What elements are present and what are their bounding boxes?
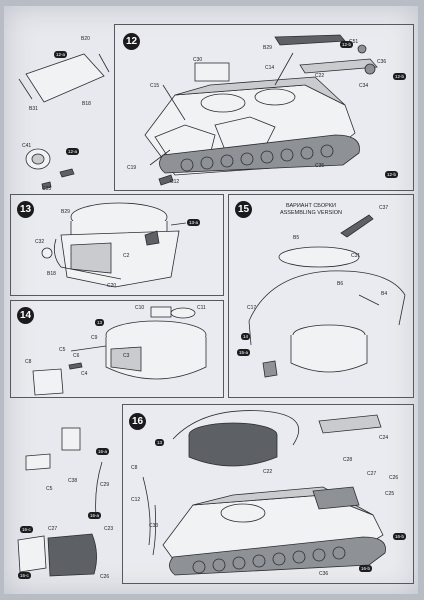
step-15-number: 15 (235, 201, 252, 218)
part-label: C10 (135, 305, 145, 311)
assembly-version-ru: ВАРИАНТ СБОРКИ (286, 203, 336, 209)
part-label: C11 (197, 305, 206, 311)
step-14-drawing (32, 306, 207, 396)
part-label: C8 (131, 465, 138, 471)
sub-step-tag: 12-b (340, 41, 354, 48)
part-label: B5 (293, 235, 300, 241)
part-label: C25 (385, 491, 395, 497)
step-16-drawing (142, 410, 386, 576)
part-label: C8 (25, 359, 32, 365)
part-label: B29 (61, 209, 70, 215)
sub-step-tag: 16-c (20, 526, 33, 533)
part-label: C38 (68, 478, 78, 484)
part-label: C12 (131, 497, 141, 503)
sub-step-tag: 12-b (385, 171, 399, 178)
step-13-number: 13 (17, 201, 34, 218)
part-label: C27 (367, 471, 377, 477)
part-label: C6 (73, 353, 80, 359)
part-label: B18 (82, 101, 91, 107)
part-label: C41 (22, 143, 32, 149)
part-label: C5 (59, 347, 66, 353)
sub-step-tag: 16-b (393, 533, 407, 540)
step-14-panel: 14 C10 C11 C9 C8 C6 C4 C5 C3 13 (10, 300, 224, 398)
part-label: C26 (100, 574, 110, 580)
step-14-number: 14 (17, 307, 34, 324)
sub-step-tag: 16-a (88, 512, 102, 519)
step-12-loose-parts (18, 53, 110, 190)
part-label: C2 (123, 253, 130, 259)
part-label: C29 (100, 482, 110, 488)
part-label: B18 (47, 271, 56, 277)
part-label: C36 (319, 571, 329, 577)
part-label: B4 (381, 291, 388, 297)
part-label: C26 (389, 475, 399, 481)
assembly-version-en: ASSEMBLING VERSION (279, 210, 343, 216)
sub-step-tag: 13 (95, 319, 105, 326)
sub-step-tag: 13 (155, 439, 165, 446)
part-label: C9 (91, 335, 98, 341)
part-label: C36 (377, 59, 387, 65)
part-label: C15 (150, 83, 160, 89)
part-label: B20 (81, 36, 90, 42)
part-label: C20 (107, 283, 117, 289)
sub-step-tag: 13-a (187, 219, 201, 226)
instruction-sheet: 12 C30 C15 B29 C51 C14 C22 C34 C36 C19 C… (4, 6, 418, 594)
sub-step-tag: 14 (241, 333, 251, 340)
step-12-drawing (144, 34, 378, 186)
part-label: C22 (315, 73, 325, 79)
part-label: C23 (104, 526, 114, 532)
part-label: C3 (123, 353, 130, 359)
sub-step-tag: 12-b (393, 73, 407, 80)
part-label: C30 (193, 57, 203, 63)
part-label: C19 (127, 165, 137, 171)
sub-step-tag: 16-c (18, 572, 31, 579)
part-label: C14 (265, 65, 275, 71)
part-label: C28 (343, 457, 353, 463)
step-15-drawing (248, 214, 406, 378)
step-13-panel: 13 B29 C32 C2 B18 C20 13-a (10, 194, 224, 296)
part-label: C5 (46, 486, 53, 492)
part-label: C33 (42, 186, 52, 192)
part-label: C33 (149, 523, 159, 529)
assembly-version-header: ВАРИАНТ СБОРКИ ASSEMBLING VERSION (261, 203, 361, 217)
part-label: B31 (29, 106, 38, 112)
step-12-panel: 12 C30 C15 B29 C51 C14 C22 C34 C36 C19 C… (114, 24, 414, 191)
part-label: B6 (337, 281, 344, 287)
part-label: C24 (379, 435, 389, 441)
step-16-loose-parts (17, 427, 103, 577)
step-15-panel: 15 ВАРИАНТ СБОРКИ ASSEMBLING VERSION C37… (228, 194, 414, 398)
part-label: C22 (263, 469, 273, 475)
step-12-number: 12 (123, 33, 140, 50)
sub-step-tag: 16-a (96, 448, 110, 455)
part-label: C31 (351, 253, 361, 259)
part-label: C34 (359, 83, 369, 89)
part-label: C35 (315, 163, 325, 169)
sub-step-tag: 16-b (359, 565, 373, 572)
step-13-drawing (41, 202, 187, 288)
part-label: C4 (81, 371, 88, 377)
part-label: B29 (263, 45, 272, 51)
part-label: C27 (48, 526, 58, 532)
part-label: C32 (35, 239, 45, 245)
part-label: C51 (349, 39, 359, 45)
sub-step-tag: 12-a (66, 148, 80, 155)
sub-step-tag: 12-a (54, 51, 68, 58)
sub-step-tag: 15-a (237, 349, 251, 356)
step-16-number: 16 (129, 413, 146, 430)
part-label: C37 (379, 205, 389, 211)
step-16-panel: 16 C24 C8 C12 C28 C27 C26 C25 C22 C33 C3… (122, 404, 414, 584)
part-label: C12 (170, 179, 180, 185)
part-label: C17 (247, 305, 257, 311)
